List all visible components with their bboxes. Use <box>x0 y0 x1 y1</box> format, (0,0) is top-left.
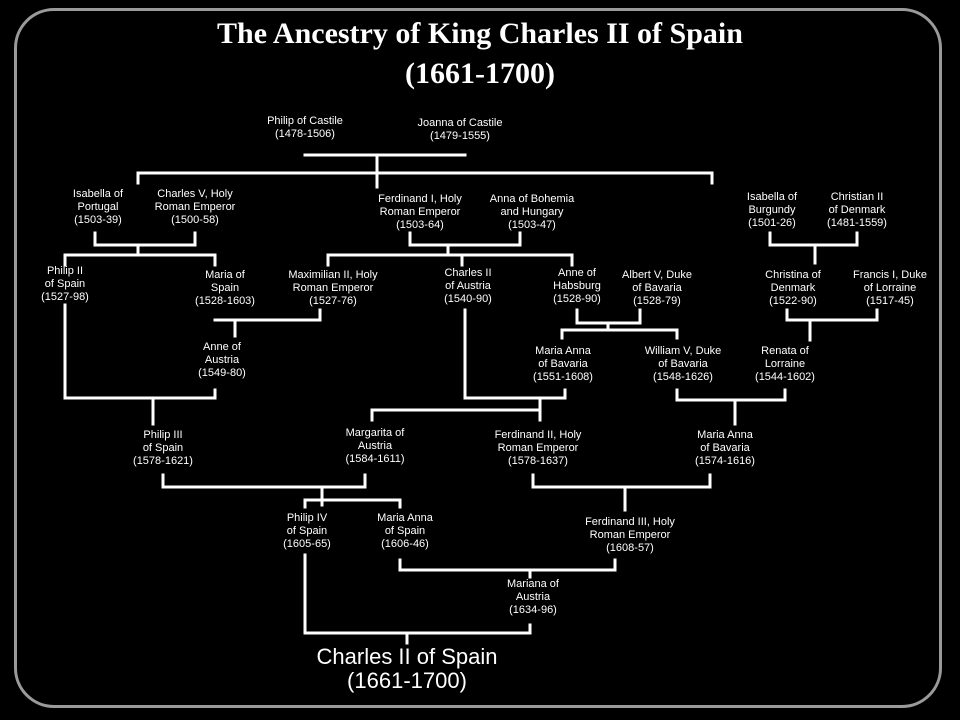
person-joanna-of-castile: Joanna of Castile(1479-1555) <box>417 117 503 142</box>
slide-frame <box>14 8 942 708</box>
diagram-title: The Ancestry of King Charles II of Spain <box>217 17 743 50</box>
person-charles-ii-of-spain: Charles II of Spain(1661-1700) <box>316 644 498 693</box>
diagram-subtitle: (1661-1700) <box>405 57 555 90</box>
person-philip-of-castile: Philip of Castile(1478-1506) <box>267 115 343 140</box>
